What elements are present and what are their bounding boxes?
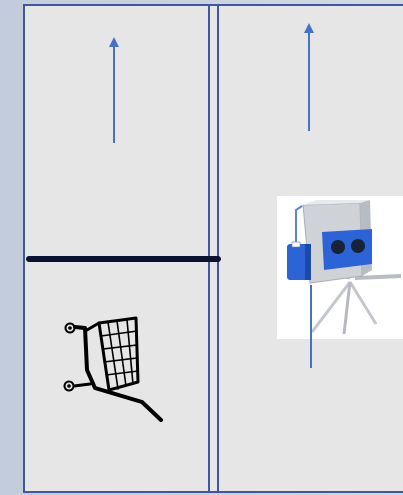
hand-sanitizer-turnstile-icon (277, 196, 403, 339)
shopping-cart-icon (65, 318, 162, 420)
